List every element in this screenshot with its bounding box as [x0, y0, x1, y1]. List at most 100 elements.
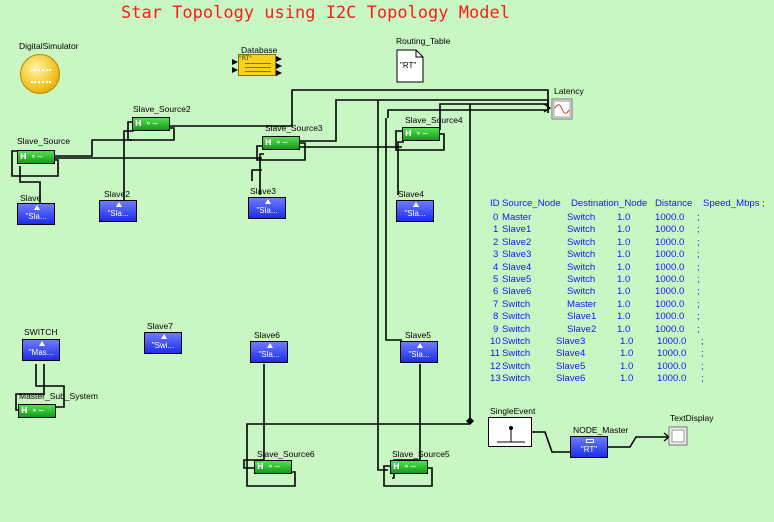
table-cell: 1000.0 [655, 236, 685, 248]
table-cell: 1.0 [617, 323, 631, 335]
digital-simulator-icon[interactable] [20, 54, 60, 94]
slave-source-block[interactable]: H⚬︎~ [17, 150, 55, 164]
sink3-text: "Sla... [256, 206, 278, 215]
arrowhead [543, 103, 552, 113]
header-cell: Destination_Node [571, 198, 648, 209]
header-cell: Speed_Mbps [703, 198, 760, 209]
slave-source5-block[interactable]: H⚬︎~ [390, 460, 428, 474]
table-cell: Switch [567, 286, 596, 298]
wire [246, 423, 470, 487]
table-cell: 1.0 [617, 298, 631, 310]
slave5-sink-block[interactable]: "Sla... [400, 341, 438, 363]
source2-label: Slave_Source2 [133, 104, 191, 114]
table-cell: 1.0 [620, 336, 634, 347]
routing-table-text: "RT" [400, 61, 417, 70]
single-event-label: SingleEvent [490, 406, 536, 416]
table-cell: Switch [502, 298, 531, 310]
source3-label: Slave_Source3 [265, 123, 323, 133]
table-cell: Slave2 [567, 323, 597, 335]
header-cell: Source_Node [502, 198, 561, 209]
event-icon [497, 426, 525, 443]
node-master-text: "RT" [580, 445, 598, 454]
slave-source3-block[interactable]: H⚬︎~ [262, 136, 300, 150]
slave4-sink-block[interactable]: "Sla... [396, 200, 434, 222]
table-cell: Master [567, 298, 597, 310]
node-master-block[interactable]: "RT" [570, 436, 608, 458]
wire [256, 142, 306, 161]
table-cell: ; [697, 323, 700, 335]
table-cell: Switch [502, 348, 531, 360]
table-cell: ; [697, 261, 700, 273]
slave-source6-block[interactable]: H⚬︎~ [254, 460, 292, 474]
sink3-label: Slave3 [250, 186, 276, 196]
table-cell: 1000.0 [657, 348, 687, 360]
latency-label: Latency [554, 86, 584, 96]
master-sub-system-block[interactable]: H⚬︎~ [18, 404, 56, 418]
table-cell: Slave6 [502, 286, 532, 298]
latency-scope[interactable] [551, 98, 573, 120]
source-label: Slave_Source [17, 136, 70, 146]
slave-source4-block[interactable]: H⚬︎~ [402, 127, 440, 141]
switch-sink-text: "Mas... [28, 348, 54, 357]
display-icon [668, 426, 688, 446]
single-event-block[interactable] [488, 417, 532, 447]
table-cell: Slave3 [556, 336, 586, 347]
table-cell: ; [701, 373, 704, 385]
database-block[interactable]: "RT" [238, 54, 276, 76]
database-ports [276, 56, 282, 76]
wire [383, 465, 433, 487]
table-cell: 1000.0 [655, 298, 685, 310]
page-title: Star Topology using I2C Topology Model [121, 3, 510, 23]
text-display-block[interactable] [668, 426, 688, 446]
table-cell: 1000.0 [657, 336, 687, 347]
slave6-sink-block[interactable]: "Sla... [250, 341, 288, 363]
table-cell: ; [697, 224, 700, 236]
slave3-sink-block[interactable]: "Sla... [248, 197, 286, 219]
table-cell: 1000.0 [657, 373, 687, 385]
slave2-sink-block[interactable]: "Sla... [99, 200, 137, 222]
table-cell: 1.0 [617, 249, 631, 261]
sink2-text: "Sla... [107, 209, 129, 218]
table-cell: Master [502, 212, 532, 223]
scope-icon [551, 98, 573, 120]
table-cell: Switch [502, 360, 531, 372]
sink7-label: Slave7 [147, 321, 173, 331]
table-cell: Slave4 [502, 261, 532, 273]
slave-source2-block[interactable]: H⚬︎~ [132, 117, 170, 131]
wire [35, 364, 65, 408]
slave7-sink-block[interactable]: "Swi... [144, 332, 182, 354]
wire [123, 130, 134, 205]
table-cell: Switch [567, 236, 596, 248]
document-icon [396, 49, 424, 83]
table-cell: 1000.0 [655, 286, 685, 298]
wire [397, 141, 404, 195]
wire [251, 169, 262, 181]
table-cell: 1000.0 [655, 323, 685, 335]
table-cell: Switch [502, 323, 531, 335]
switch-label: SWITCH [24, 327, 58, 337]
node-master-label: NODE_Master [573, 425, 629, 435]
wire [439, 103, 549, 130]
table-cell: Slave3 [502, 249, 532, 261]
sink5-label: Slave5 [405, 330, 431, 340]
wire [127, 121, 175, 141]
table-cell: ; [701, 336, 704, 347]
wire [55, 139, 132, 157]
table-cell: Switch [567, 249, 596, 261]
table-cell: 1000.0 [655, 224, 685, 236]
table-cell: 1.0 [620, 348, 634, 360]
switch-sink-block[interactable]: "Mas... [22, 339, 60, 361]
table-cell: 8 [493, 311, 499, 323]
routing-table-doc[interactable]: "RT" [396, 49, 424, 83]
table-cell: ; [697, 311, 700, 323]
table-cell: 10 [490, 336, 501, 347]
table-cell: 6 [493, 286, 499, 298]
table-cell: 1000.0 [655, 261, 685, 273]
table-cell: 1000.0 [655, 212, 685, 223]
text-display-label: TextDisplay [670, 413, 714, 423]
table-cell: 1.0 [617, 212, 631, 223]
table-cell: 1000.0 [655, 311, 685, 323]
slave-sink-block[interactable]: "Sla... [17, 203, 55, 225]
table-cell: 4 [493, 261, 499, 273]
